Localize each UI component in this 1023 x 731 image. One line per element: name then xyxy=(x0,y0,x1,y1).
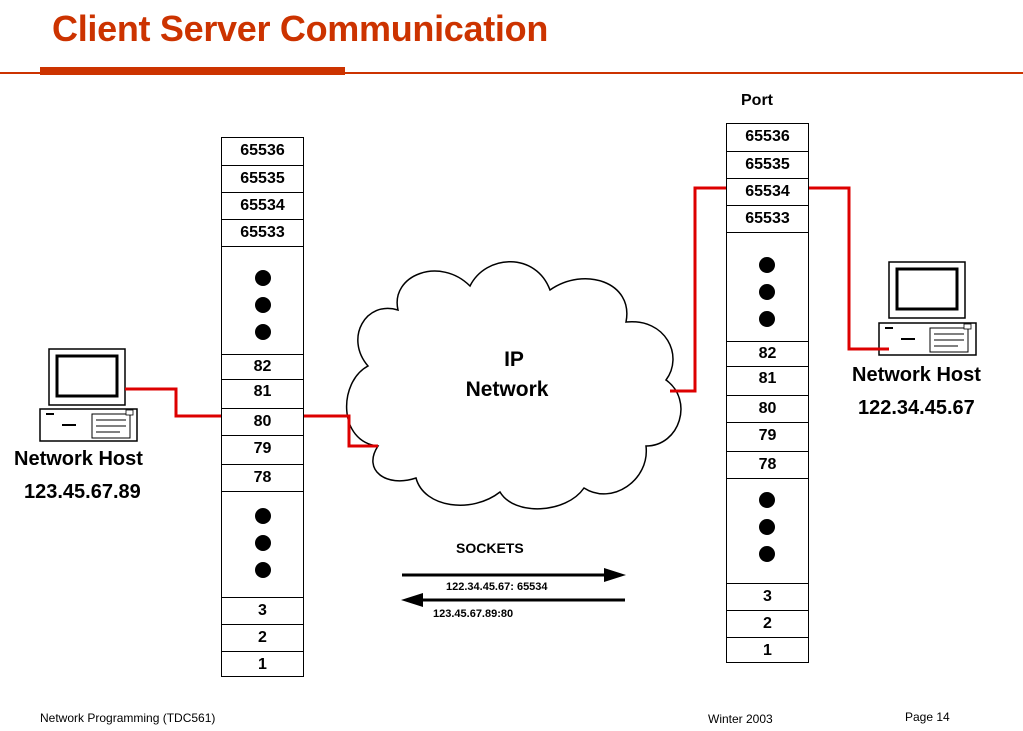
footer-term: Winter 2003 xyxy=(708,712,773,726)
left-ellipsis-dot xyxy=(255,324,271,340)
backward-arrow xyxy=(401,593,625,607)
left-port-cell: 80 xyxy=(222,408,303,435)
right-port-cell: 65533 xyxy=(727,205,808,232)
right-port-stack: 65536 65535 65534 65533 82 81 80 79 78 3… xyxy=(726,123,809,663)
title-rule xyxy=(0,72,1023,74)
right-ellipsis-dot xyxy=(759,257,775,273)
right-ellipsis-dot xyxy=(759,519,775,535)
left-ellipsis-dot xyxy=(255,535,271,551)
right-port-cell: 2 xyxy=(727,610,808,637)
left-port-gap xyxy=(222,491,303,492)
title-accent-bar xyxy=(40,67,345,75)
right-computer-icon xyxy=(878,261,977,356)
left-port-cell: 65536 xyxy=(240,142,285,159)
ip-network-label-line2: Network xyxy=(465,378,549,401)
right-port-cell: 82 xyxy=(727,341,808,366)
left-port-cell: 78 xyxy=(222,464,303,491)
sockets-title: SOCKETS xyxy=(456,540,524,556)
right-port-cell: 65536 xyxy=(745,128,790,145)
left-port-cell: 65534 xyxy=(222,192,303,219)
socket-forward-label: 122.34.45.67: 65534 xyxy=(446,581,548,593)
left-port-cell: 82 xyxy=(222,354,303,379)
right-host-address: 122.34.45.67 xyxy=(858,397,975,419)
right-port-cell: 79 xyxy=(727,422,808,449)
left-port-cell: 2 xyxy=(222,624,303,651)
footer-course: Network Programming (TDC561) xyxy=(40,711,216,725)
port-65534-to-right-host-wire xyxy=(808,186,889,351)
port-header: Port xyxy=(741,92,773,109)
right-ellipsis-dot xyxy=(759,546,775,562)
left-host-name: Network Host xyxy=(14,448,143,470)
left-host-address: 123.45.67.89 xyxy=(24,481,141,503)
forward-arrow xyxy=(402,568,626,582)
left-port-gap xyxy=(222,246,303,247)
right-port-cell: 1 xyxy=(727,637,808,664)
port-80-to-cloud-wire xyxy=(303,414,378,448)
right-ellipsis-dot xyxy=(759,492,775,508)
socket-backward-label: 123.45.67.89:80 xyxy=(433,608,514,620)
cloud-to-port-65534-wire xyxy=(670,186,726,393)
left-port-cell: 81 xyxy=(222,379,303,404)
ip-network-label-line1: IP xyxy=(504,348,524,371)
right-port-cell: 65534 xyxy=(727,178,808,205)
left-port-cell: 1 xyxy=(222,651,303,678)
right-port-cell: 78 xyxy=(727,451,808,478)
right-port-cell: 80 xyxy=(727,395,808,422)
left-port-cell: 65533 xyxy=(222,219,303,246)
left-port-cell: 3 xyxy=(222,597,303,624)
right-port-cell: 3 xyxy=(727,583,808,610)
right-port-cell: 81 xyxy=(727,366,808,391)
left-port-cell: 65535 xyxy=(222,165,303,192)
left-ellipsis-dot xyxy=(255,508,271,524)
right-port-cell: 65535 xyxy=(727,151,808,178)
right-ellipsis-dot xyxy=(759,284,775,300)
right-ellipsis-dot xyxy=(759,311,775,327)
left-host-to-port-80-wire xyxy=(125,387,221,418)
right-port-gap xyxy=(727,232,808,233)
ip-network-cloud xyxy=(346,261,682,510)
left-port-stack: 65536 65535 65534 65533 82 81 80 79 78 3… xyxy=(221,137,304,677)
left-port-cell: 79 xyxy=(222,435,303,462)
right-port-gap xyxy=(727,478,808,479)
left-ellipsis-dot xyxy=(255,270,271,286)
left-ellipsis-dot xyxy=(255,297,271,313)
right-host-name: Network Host xyxy=(852,364,981,386)
left-ellipsis-dot xyxy=(255,562,271,578)
left-computer-icon xyxy=(39,348,138,442)
slide-title: Client Server Communication xyxy=(52,8,549,49)
footer-page: Page 14 xyxy=(905,710,950,724)
